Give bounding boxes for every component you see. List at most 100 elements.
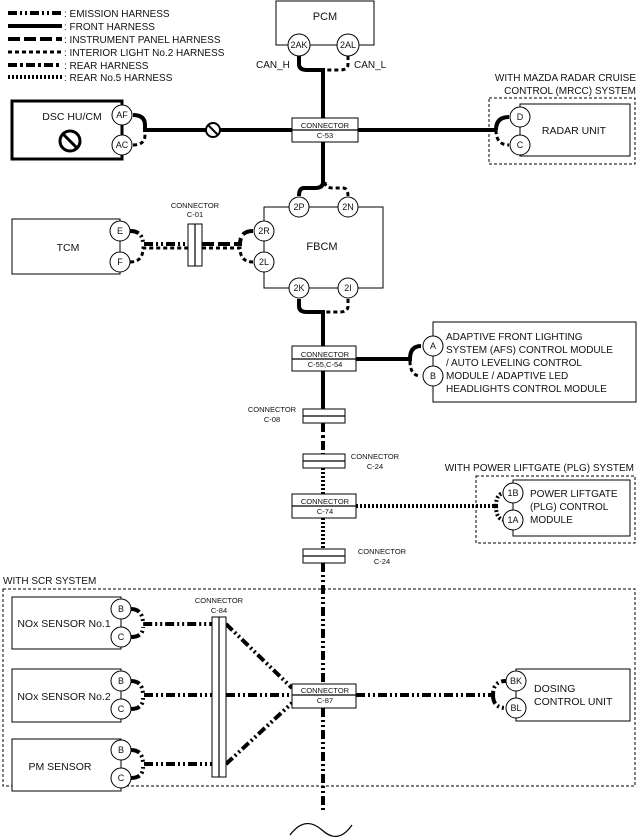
prohibited-icon — [58, 129, 82, 153]
connector-c53-label: CONNECTOR — [301, 121, 350, 130]
wire-fbcm-2i — [325, 299, 350, 314]
connector-c01-id: C-01 — [187, 210, 203, 219]
pm-pin-c-label: C — [118, 773, 125, 783]
fbcm-pin-2i-label: 2I — [344, 283, 352, 293]
fbcm-pin-2n — [337, 196, 359, 218]
pcm-pin-2al — [336, 33, 360, 57]
dosing-box — [515, 668, 631, 722]
connector-c24-upper: CONNECTOR C-24 — [302, 452, 400, 471]
radar-group-border — [488, 97, 636, 165]
nox2-box — [11, 668, 122, 723]
plg-pin-1a — [502, 509, 524, 531]
tcm-module: TCM E F — [11, 218, 131, 275]
connector-c24-upper-id: C-24 — [367, 462, 383, 471]
wire-fbcm-2k — [297, 299, 325, 346]
wire-dsc-can — [132, 113, 292, 132]
tcm-box — [11, 218, 121, 275]
pcm-pin-2al-label: 2AL — [340, 40, 356, 50]
radar-group-title-1: WITH MAZDA RADAR CRUISE — [495, 73, 636, 84]
plg-group-title: WITH POWER LIFTGATE (PLG) SYSTEM — [445, 463, 634, 474]
wire-pm-b — [130, 748, 212, 766]
connector-c24-lower-id: C-24 — [374, 557, 390, 566]
wire-c01-2r — [202, 229, 254, 246]
radar-group: WITH MAZDA RADAR CRUISE CONTROL (MRCC) S… — [488, 73, 636, 165]
legend-label-rear-no5: : REAR No.5 HARNESS — [64, 73, 173, 84]
legend: : EMISSION HARNESS : FRONT HARNESS : INS… — [8, 9, 225, 84]
connector-c08-id: C-08 — [264, 415, 280, 424]
connector-c84-id: C-84 — [211, 606, 227, 615]
wire-tcm-f — [129, 246, 188, 264]
connector-c08: CONNECTOR C-08 — [248, 405, 346, 424]
fbcm-box — [263, 206, 384, 289]
radar-pin-c-label: C — [517, 140, 524, 150]
dsc-pin-af — [111, 104, 133, 126]
dosing-line-1: DOSING — [534, 683, 575, 695]
radar-pin-d — [509, 106, 531, 128]
wire-pcm-can-l — [325, 56, 350, 72]
wire-c84-c87-3 — [224, 701, 294, 766]
tcm-pin-e-label: E — [117, 226, 123, 236]
wire-nox1-b — [130, 607, 212, 626]
wire-c53-fbcm-2p — [297, 142, 325, 197]
nox1-pin-b-label: B — [118, 604, 124, 614]
plg-group: WITH POWER LIFTGATE (PLG) SYSTEM POWER L… — [445, 463, 636, 544]
legend-label-interior-light: : INTERIOR LIGHT No.2 HARNESS — [64, 48, 225, 59]
legend-label-rear: : REAR HARNESS — [64, 61, 149, 72]
wire-tcm-e — [129, 229, 188, 246]
wire-radar-d — [494, 115, 510, 131]
fbcm-pin-2n-label: 2N — [342, 202, 354, 212]
pm-label: PM SENSOR — [28, 761, 91, 773]
nox2-pin-b — [110, 670, 132, 692]
tcm-pin-e — [109, 220, 131, 242]
dsc-module: DSC HU/CM AF AC — [10, 99, 133, 161]
wire-dosing-bl — [491, 694, 507, 710]
pcm-label: PCM — [313, 11, 337, 23]
break-mark — [289, 823, 353, 837]
connector-c55-id: C-55,C-54 — [308, 360, 343, 369]
plg-pin-1a-label: 1A — [507, 515, 518, 525]
connector-c87: CONNECTOR C-87 — [291, 683, 357, 709]
wire-c84-c87-1 — [224, 622, 294, 690]
nox2-label: NOx SENSOR No.2 — [17, 691, 111, 703]
afs-line-5: HEADLIGHTS CONTROL MODULE — [446, 384, 607, 395]
plg-pin-1b — [502, 482, 524, 504]
nox-sensor-2: NOx SENSOR No.2 B C — [11, 668, 132, 723]
connector-c53-id: C-53 — [317, 131, 333, 140]
plg-line-3: MODULE — [530, 515, 573, 526]
legend-label-instrument-panel: : INSTRUMENT PANEL HARNESS — [64, 35, 221, 46]
afs-pin-b-label: B — [430, 371, 436, 381]
connector-c24-lower-label: CONNECTOR — [358, 547, 407, 556]
afs-line-3: / AUTO LEVELING CONTROL — [446, 358, 582, 369]
dosing-pin-bk — [505, 670, 527, 692]
nox1-pin-c-label: C — [118, 632, 125, 642]
wire-pcm-can-h — [297, 56, 325, 118]
wire-nox2-c — [130, 697, 145, 711]
fbcm-pin-2l-label: 2L — [259, 257, 269, 267]
connector-c74-label: CONNECTOR — [301, 497, 350, 506]
nox1-box — [11, 596, 122, 650]
scr-group-border — [2, 588, 636, 787]
wire-nox1-c — [130, 626, 145, 639]
fbcm-pin-2p-label: 2P — [293, 202, 304, 212]
plg-group-border — [475, 475, 636, 544]
tcm-label: TCM — [57, 242, 80, 254]
can-l-label: CAN_L — [354, 60, 387, 71]
afs-pin-a-label: A — [430, 341, 436, 351]
pm-pin-c — [110, 767, 132, 789]
tcm-pin-f-label: F — [117, 257, 123, 267]
dsc-pin-ac-label: AC — [116, 140, 129, 150]
fbcm-pin-2i — [337, 277, 359, 299]
pm-box — [11, 738, 122, 792]
nox1-label: NOx SENSOR No.1 — [17, 618, 111, 630]
fbcm-pin-2k — [288, 277, 310, 299]
connector-c01-label: CONNECTOR — [171, 201, 220, 210]
dosing-pin-bl — [505, 697, 527, 719]
scr-group: WITH SCR SYSTEM — [2, 576, 636, 787]
pm-pin-b-label: B — [118, 745, 124, 755]
fbcm-pin-2p — [288, 196, 310, 218]
dosing-pin-bl-label: BL — [510, 703, 521, 713]
radar-pin-c — [509, 134, 531, 156]
dosing-line-2: CONTROL UNIT — [534, 696, 613, 708]
